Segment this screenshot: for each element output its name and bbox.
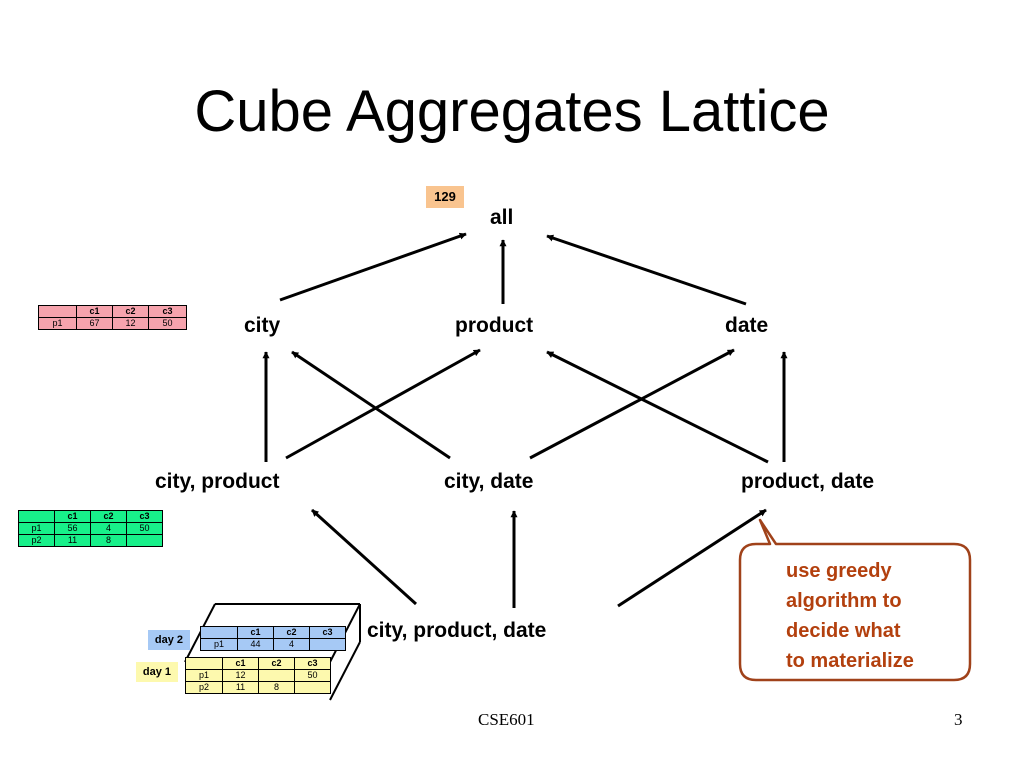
arrow-cityproduct-to-product [285, 348, 481, 460]
callout-bubble [738, 518, 972, 682]
table-cell: c2 [112, 305, 149, 318]
table-cell: 12 [222, 669, 259, 682]
table-cell: p1 [200, 638, 238, 651]
table-cell: 8 [258, 681, 295, 694]
day1-label: day 1 [136, 662, 178, 682]
table-cell: p2 [18, 534, 55, 547]
node-city-product-date: city, product, date [367, 619, 547, 642]
callout-line: algorithm to [786, 590, 902, 612]
table-cell: 50 [126, 522, 163, 535]
table-header-row: c1 c2 c3 [38, 305, 187, 318]
table-cell: 12 [112, 317, 149, 330]
table-row: p1 44 4 [200, 638, 346, 651]
node-city-date: city, date [444, 470, 534, 493]
table-cell: c2 [90, 510, 127, 523]
node-city: city [244, 314, 281, 337]
arrow-city-to-all [279, 232, 467, 302]
footer-course: CSE601 [478, 710, 535, 729]
table-cell: 56 [54, 522, 91, 535]
table-row: p1 67 12 50 [38, 317, 187, 330]
node-city-product: city, product [155, 470, 280, 493]
table-header-row: c1 c2 c3 [200, 626, 346, 639]
table-city: c1 c2 c3 p1 67 12 50 [38, 305, 187, 330]
table-row: p1 12 50 [185, 669, 331, 682]
table-cell: c2 [273, 626, 310, 639]
table-cell [258, 669, 295, 682]
arrow-cpd-to-cityproduct [310, 508, 418, 606]
table-cell: 11 [222, 681, 259, 694]
table-cell: c3 [309, 626, 346, 639]
table-cell: 4 [90, 522, 127, 535]
table-cell: c1 [54, 510, 91, 523]
table-cell: 4 [273, 638, 310, 651]
table-cell: 50 [294, 669, 331, 682]
table-row: p2 11 8 [185, 681, 331, 694]
table-cell: p1 [18, 522, 55, 535]
arrow-cpd-to-productdate [617, 508, 767, 608]
table-cell [126, 534, 163, 547]
callout-text: use greedy algorithm to decide what to m… [786, 556, 958, 676]
table-day1: c1 c2 c3 p1 12 50 p2 11 8 [185, 657, 331, 694]
table-cell [185, 657, 223, 670]
page-number: 3 [954, 710, 963, 729]
table-cell: c1 [237, 626, 274, 639]
node-product: product [455, 314, 534, 337]
callout-line: to materialize [786, 650, 914, 672]
table-cell: p2 [185, 681, 223, 694]
table-cell: 11 [54, 534, 91, 547]
table-cell: 8 [90, 534, 127, 547]
callout-line: decide what [786, 620, 901, 642]
table-cell: c1 [76, 305, 113, 318]
table-cell: 44 [237, 638, 274, 651]
arrow-productdate-to-product [546, 350, 769, 464]
table-cell: c3 [148, 305, 187, 318]
table-cell: c3 [126, 510, 163, 523]
table-cell: 50 [148, 317, 187, 330]
table-cell: p1 [185, 669, 223, 682]
table-row: p1 56 4 50 [18, 522, 163, 535]
table-cell [200, 626, 238, 639]
arrow-citydate-to-date [529, 348, 735, 460]
table-city-product: c1 c2 c3 p1 56 4 50 p2 11 8 [18, 510, 163, 547]
slide-title: Cube Aggregates Lattice [194, 79, 830, 144]
table-header-row: c1 c2 c3 [18, 510, 163, 523]
arrow-citydate-to-city [291, 350, 451, 460]
table-cell: c3 [294, 657, 331, 670]
callout-line: use greedy [786, 560, 892, 582]
table-cell: 67 [76, 317, 113, 330]
table-cell [38, 305, 77, 318]
arrow-date-to-all [546, 234, 747, 306]
table-cell: c2 [258, 657, 295, 670]
node-date: date [725, 314, 769, 337]
node-all: all [490, 206, 514, 229]
table-day2: c1 c2 c3 p1 44 4 [200, 626, 346, 651]
table-row: p2 11 8 [18, 534, 163, 547]
day2-label: day 2 [148, 630, 190, 650]
table-cell: c1 [222, 657, 259, 670]
table-cell [294, 681, 331, 694]
table-header-row: c1 c2 c3 [185, 657, 331, 670]
table-cell [309, 638, 346, 651]
table-cell [18, 510, 55, 523]
node-product-date: product, date [741, 470, 875, 493]
table-cell: p1 [38, 317, 77, 330]
all-count-badge: 129 [426, 186, 464, 208]
